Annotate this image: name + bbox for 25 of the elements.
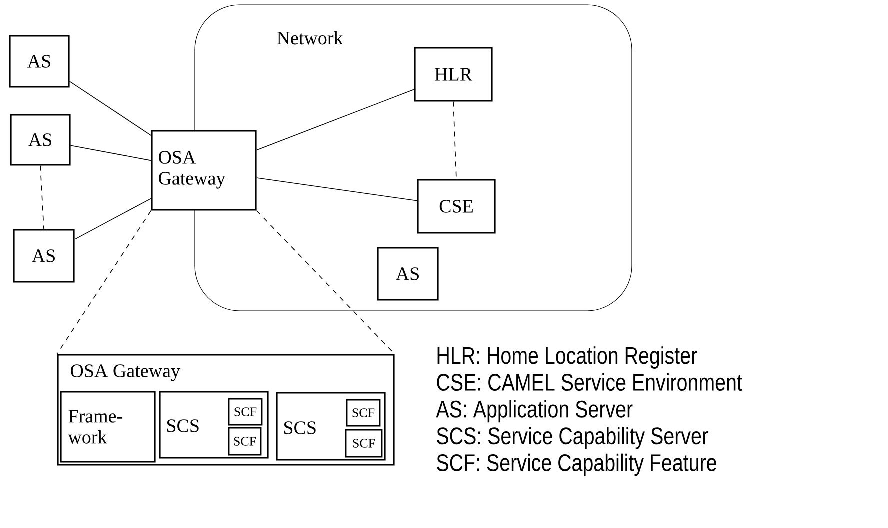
feature-box: SCF <box>228 427 262 456</box>
connector-line <box>74 198 152 240</box>
glossary-entry: AS: Application Server <box>436 400 633 423</box>
feature-box: SCF <box>228 398 263 426</box>
server-box: CSE <box>417 179 496 234</box>
server-box: AS <box>10 114 71 166</box>
connector-line <box>69 81 152 136</box>
feature-box: SCF <box>346 399 381 427</box>
dashed-line <box>40 165 44 230</box>
server-box: AS <box>9 35 70 88</box>
connector-line <box>256 89 415 151</box>
feature-box: SCF <box>345 429 383 458</box>
dashed-line <box>453 101 457 180</box>
glossary-entry: SCS: Service Capability Server <box>437 427 708 450</box>
dashed-line <box>56 210 152 355</box>
server-box: HLR <box>414 47 493 102</box>
server-box: AS <box>13 229 75 283</box>
connector-line <box>256 178 418 202</box>
server-box: AS <box>377 247 439 301</box>
component-box: Frame- work <box>60 391 156 463</box>
gateway-box: OSA Gateway <box>151 130 257 211</box>
glossary-entry: SCF: Service Capability Feature <box>437 454 716 476</box>
glossary-entry: CSE: CAMEL Service Environment <box>437 373 742 392</box>
connector-line <box>70 145 152 162</box>
glossary-entry: HLR: Home Location Register <box>438 346 698 369</box>
